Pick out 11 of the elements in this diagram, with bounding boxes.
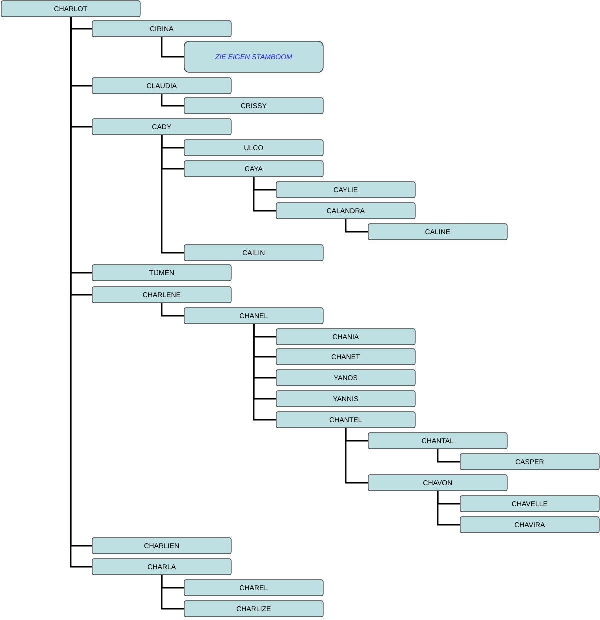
connector-line [253, 177, 276, 212]
connector-line [161, 94, 184, 107]
connector-line [161, 135, 184, 254]
connector-line [345, 219, 368, 233]
connector-line [161, 575, 184, 610]
connector-line [253, 324, 276, 421]
connector-line [345, 428, 368, 484]
connector-line [161, 37, 184, 58]
connector-line [437, 449, 460, 463]
connector-line [437, 491, 460, 526]
connector-line [161, 303, 184, 317]
